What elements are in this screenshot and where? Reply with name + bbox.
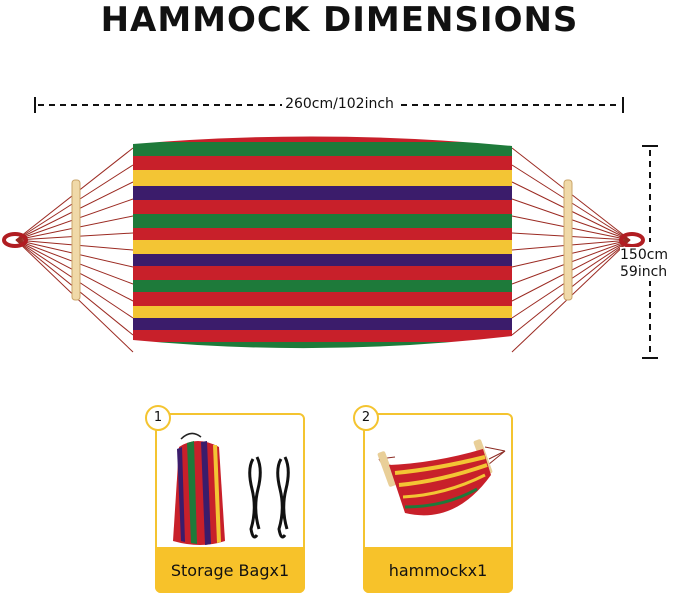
width-inch-label: 59inch: [620, 264, 668, 280]
item-number-badge: 1: [145, 405, 171, 431]
page-title: HAMMOCK DIMENSIONS: [100, 0, 579, 40]
storage-bag-image: [173, 432, 290, 545]
item-card-storage-bag: 1 Storage Bagx1: [145, 405, 305, 593]
hammock-thumbnail-image: [377, 439, 506, 516]
item-card-hammock: 2 hammockx1: [353, 405, 513, 593]
width-label: 150cm 59inch: [620, 247, 679, 281]
width-cm-label: 150cm: [620, 247, 669, 263]
item-label: Storage Bagx1: [155, 547, 305, 593]
length-label: 260cm/102inch: [282, 96, 397, 112]
item-label: hammockx1: [363, 547, 513, 593]
hammock-illustration: [2, 136, 658, 359]
item-number-badge: 2: [353, 405, 379, 431]
